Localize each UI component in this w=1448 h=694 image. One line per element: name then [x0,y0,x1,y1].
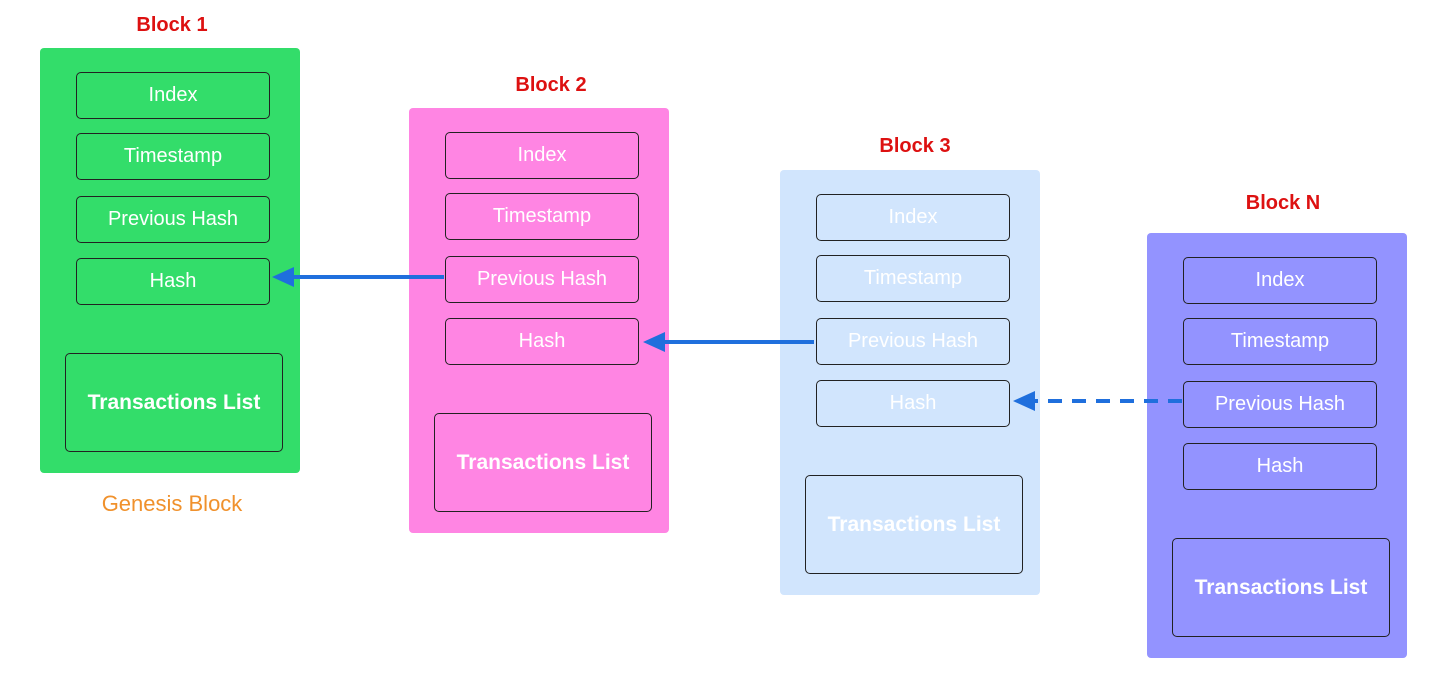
block-2: Index Timestamp Previous Hash Hash Trans… [409,108,669,533]
block-3-hash-field: Hash [816,380,1010,427]
block-n: Index Timestamp Previous Hash Hash Trans… [1147,233,1407,658]
block-2-title: Block 2 [515,74,587,96]
block-2-previous-hash-field: Previous Hash [445,256,639,303]
block-3: Index Timestamp Previous Hash Hash Trans… [780,170,1040,595]
block-2-index-field: Index [445,132,639,179]
block-2-transactions-list: Transactions List [434,413,652,512]
block-n-hash-field: Hash [1183,443,1377,490]
block-n-index-field: Index [1183,257,1377,304]
block-n-transactions-list: Transactions List [1172,538,1390,637]
arrow-block3-to-block2 [643,332,814,352]
block-3-index-field: Index [816,194,1010,241]
block-3-transactions-list: Transactions List [805,475,1023,574]
block-1-transactions-list: Transactions List [65,353,283,452]
block-3-timestamp-field: Timestamp [816,255,1010,302]
arrow-blockn-to-block3-dashed [1013,391,1182,411]
block-1-previous-hash-field: Previous Hash [76,196,270,243]
block-1-title: Block 1 [136,14,208,36]
arrow-block2-to-block1 [272,267,444,287]
genesis-block-caption: Genesis Block [101,491,243,516]
block-1: Index Timestamp Previous Hash Hash Trans… [40,48,300,473]
block-1-timestamp-field: Timestamp [76,133,270,180]
block-n-previous-hash-field: Previous Hash [1183,381,1377,428]
block-2-hash-field: Hash [445,318,639,365]
block-n-timestamp-field: Timestamp [1183,318,1377,365]
block-1-index-field: Index [76,72,270,119]
block-1-hash-field: Hash [76,258,270,305]
block-2-timestamp-field: Timestamp [445,193,639,240]
block-3-title: Block 3 [879,135,951,157]
block-3-previous-hash-field: Previous Hash [816,318,1010,365]
block-n-title: Block N [1245,192,1321,214]
